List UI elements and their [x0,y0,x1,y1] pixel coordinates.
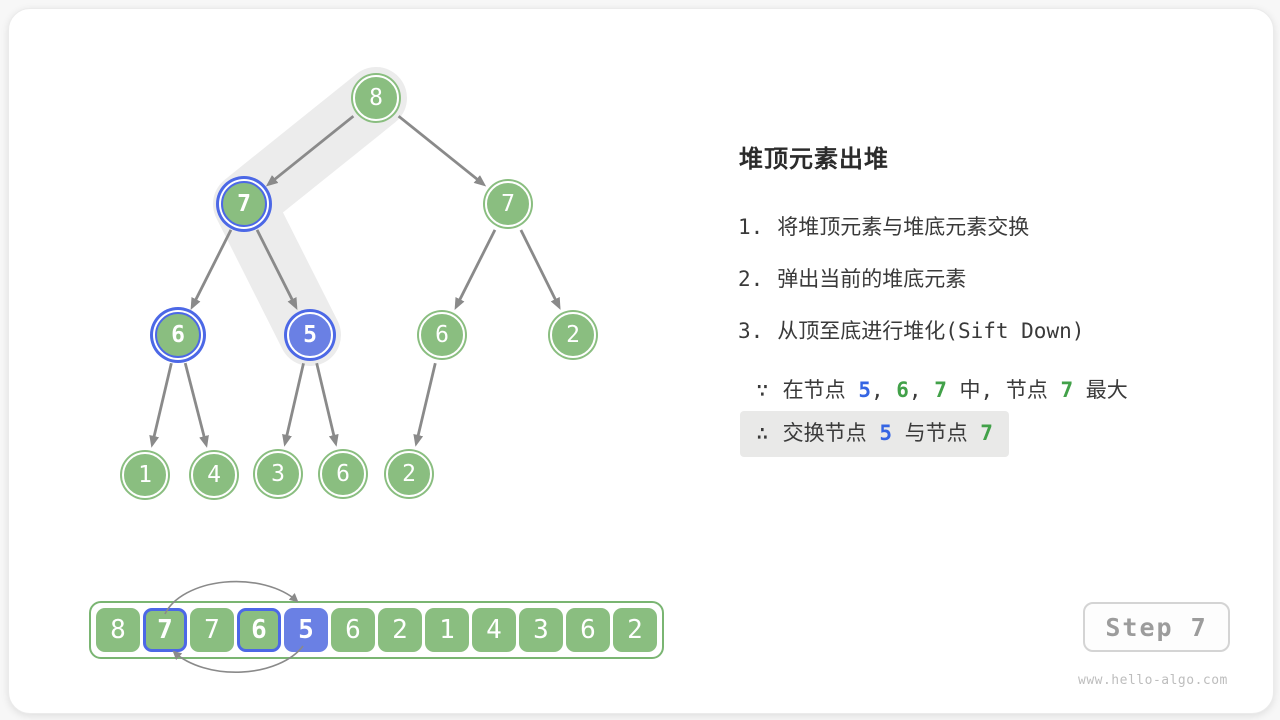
tree-node-6: 6 [419,312,465,358]
tree-node-7: 7 [221,181,267,227]
array-cell-6: 6 [566,608,610,652]
step-item-3: 3. 从顶至底进行堆化(Sift Down) [738,318,1084,344]
array-cell-7: 7 [190,608,234,652]
therefore-line: ∴ 交换节点 5 与节点 7 [740,411,1009,457]
tree-edge-arrow [413,362,437,447]
text-segment: 在节点 [782,378,859,402]
panel-title: 堆顶元素出堆 [739,145,889,173]
because-icon: ∵ [756,378,769,402]
array-cell-6: 6 [331,608,375,652]
tree-edge-arrow [315,362,339,447]
tree-node-3: 3 [255,451,301,497]
therefore-text: 交换节点 5 与节点 7 [783,420,993,448]
tree-edge-arrow [255,229,298,310]
step-number: 1. [738,215,764,239]
array-cell-4: 4 [472,608,516,652]
text-segment: 7 [1060,378,1074,402]
tree-edge-arrow [519,229,561,310]
tree-node-7: 7 [485,181,531,227]
step-text: 弹出当前的堆底元素 [777,267,967,291]
text-segment: 5 [858,378,871,402]
tree-node-1: 1 [122,452,168,498]
step-text: 从顶至底进行堆化(Sift Down) [777,319,1085,343]
figure-card [8,8,1274,714]
array-cell-7: 7 [143,608,187,652]
swap-arc-bottom [172,645,304,674]
text-segment: 7 [934,378,947,402]
step-item-2: 2. 弹出当前的堆底元素 [738,266,966,292]
text-segment: 5 [879,421,892,445]
step-text: 将堆顶元素与堆底元素交换 [777,215,1030,239]
tree-node-2: 2 [386,451,432,497]
text-segment: , [870,378,897,402]
text-segment: 与节点 [891,421,981,445]
step-item-1: 1. 将堆顶元素与堆底元素交换 [738,214,1029,240]
tree-node-2: 2 [550,312,596,358]
tree-edge-arrow [282,362,305,447]
tree-edge-arrow [265,115,355,187]
tree-node-6: 6 [155,312,201,358]
tree-edge-arrow [397,115,487,187]
text-segment: 交换节点 [782,421,880,445]
text-segment: 最大 [1073,378,1128,402]
tree-edge-arrow [149,362,173,448]
because-text: 在节点 5, 6, 7 中, 节点 7 最大 [783,377,1128,403]
tree-edge-arrow [190,229,233,310]
step-badge: Step 7 [1083,602,1230,652]
step-number: 2. [738,267,764,291]
swap-arc-top [164,580,299,615]
tree-node-8: 8 [353,75,399,121]
text-segment: 中, 节点 [946,378,1061,402]
text-segment: 6 [896,378,909,402]
because-line: ∵ 在节点 5, 6, 7 中, 节点 7 最大 [756,377,1128,403]
array-cell-8: 8 [96,608,140,652]
text-segment: 7 [980,421,993,445]
step-number: 3. [738,319,764,343]
array-cell-6: 6 [237,608,281,652]
array-cell-1: 1 [425,608,469,652]
tree-edge-arrow [183,362,209,448]
tree-edge-arrow [454,229,497,310]
tree-node-4: 4 [191,452,237,498]
therefore-icon: ∴ [756,421,769,445]
array-cell-2: 2 [613,608,657,652]
array-cell-2: 2 [378,608,422,652]
tree-node-6: 6 [320,451,366,497]
array-cell-5: 5 [284,608,328,652]
watermark: www.hello-algo.com [1078,673,1228,688]
text-segment: , [908,378,935,402]
tree-node-5: 5 [287,312,333,358]
array-cell-3: 3 [519,608,563,652]
